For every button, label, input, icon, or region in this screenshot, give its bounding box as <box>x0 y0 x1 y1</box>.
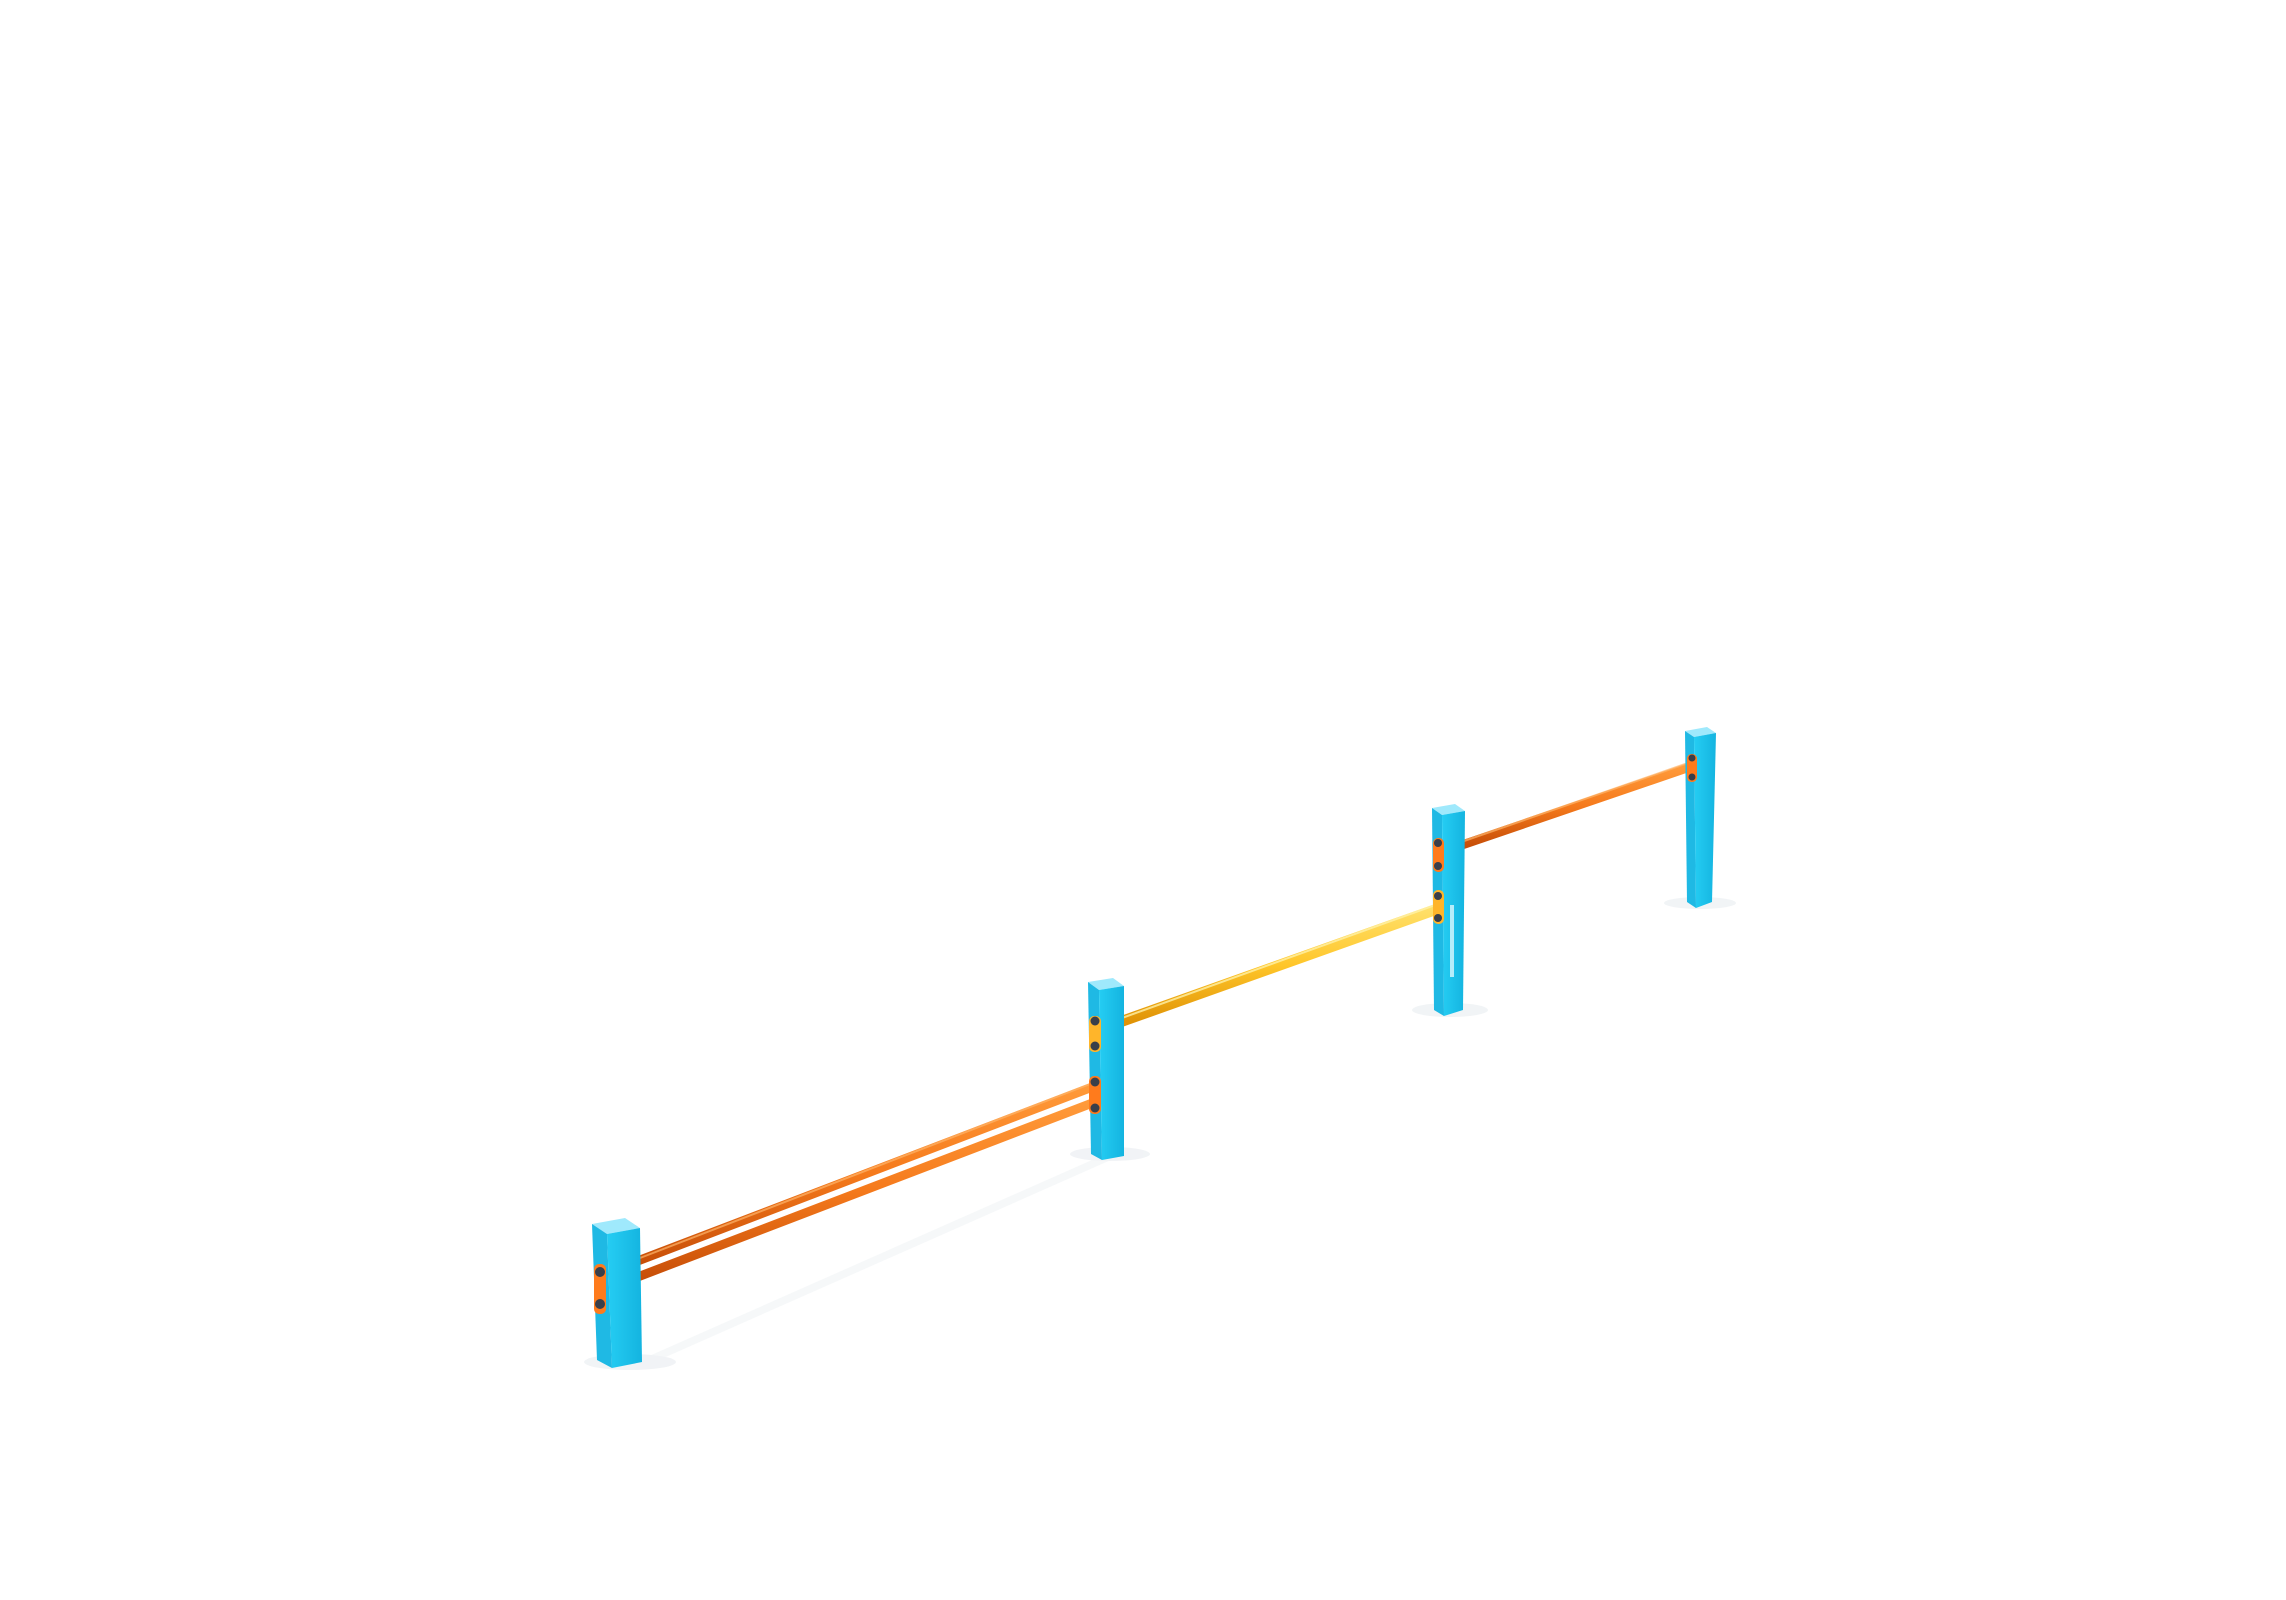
bar-segment-1 <box>630 1081 1100 1283</box>
post-2 <box>1088 978 1124 1160</box>
post-4 <box>1685 727 1716 908</box>
post-1-top <box>592 1218 640 1234</box>
post-2-bracket-orange <box>1089 1076 1101 1114</box>
posts <box>592 727 1716 1368</box>
bar-2-highlight <box>1121 903 1439 1019</box>
bolt-icon <box>595 1267 605 1277</box>
bar-2 <box>1114 902 1446 1028</box>
bolt-icon <box>1434 892 1442 900</box>
post-3-logo-strip <box>1450 905 1454 977</box>
bolt-icon <box>1434 914 1442 922</box>
bar-3 <box>1457 762 1695 850</box>
bar-segment-3 <box>1457 762 1695 850</box>
bolt-icon <box>1434 862 1442 870</box>
bar-1-lower <box>630 1097 1100 1283</box>
bolt-icon <box>1090 1103 1100 1113</box>
bolt-icon <box>1434 839 1442 847</box>
bolt-icon <box>1090 1016 1100 1026</box>
bolt-icon <box>1688 773 1696 781</box>
post-3-top <box>1432 804 1465 815</box>
bolt-icon <box>1688 754 1696 762</box>
bars <box>630 762 1695 1283</box>
post-2-side <box>1099 986 1124 1160</box>
bolt-icon <box>1090 1077 1100 1087</box>
bar-1-highlight <box>639 1083 1091 1259</box>
bolt-icon <box>1090 1041 1100 1051</box>
bar-1-upper <box>630 1081 1100 1267</box>
post-1 <box>592 1218 642 1368</box>
post-1-side <box>607 1228 642 1368</box>
bar-segment-2 <box>1114 902 1446 1028</box>
post-4-top <box>1685 727 1716 737</box>
bar-shadow <box>640 1152 1120 1364</box>
bar-3-highlight <box>1463 762 1689 842</box>
post-2-top <box>1088 978 1124 990</box>
ground-shadows <box>584 897 1736 1370</box>
post-4-side <box>1694 733 1716 908</box>
post-3 <box>1432 804 1465 1016</box>
bolt-icon <box>595 1299 605 1309</box>
